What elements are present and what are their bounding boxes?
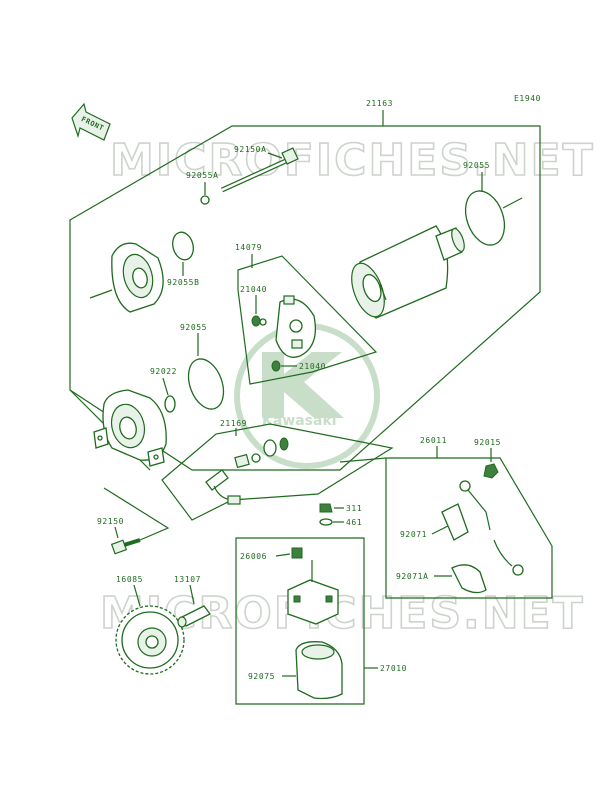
leader-92022: [162, 377, 169, 396]
starter-relay: [287, 560, 343, 700]
starter-gear: [115, 605, 185, 675]
leader-path-92150: [103, 487, 170, 541]
kawasaki-logo-text: Kawasaki: [262, 413, 337, 429]
nut-311: [319, 503, 333, 513]
box-21169: [161, 423, 394, 521]
rear-cover: [93, 389, 167, 467]
label-14079: 14079: [235, 243, 262, 252]
label-21163: 21163: [366, 99, 393, 108]
label-21040-b: 21040: [299, 362, 326, 371]
leader-92071: [431, 525, 449, 535]
label-16085: 16085: [116, 575, 143, 584]
oring-top: [464, 190, 506, 246]
washer-92022: [164, 395, 176, 413]
leader-92150a: [267, 152, 283, 159]
axis-line-right: [502, 197, 523, 209]
label-92071: 92071: [400, 530, 427, 539]
label-311: 311: [346, 504, 362, 513]
label-92075: 92075: [248, 672, 275, 681]
starter-cable: [441, 480, 524, 594]
connect-line: [339, 457, 387, 463]
label-92055a: 92055A: [186, 171, 219, 180]
label-92071a: 92071A: [396, 572, 429, 581]
front-arrow: FRONT: [71, 102, 111, 141]
oring-92055b: [172, 231, 194, 261]
label-92022: 92022: [150, 367, 177, 376]
label-21040-a: 21040: [240, 285, 267, 294]
label-21169: 21169: [220, 419, 247, 428]
fuse-26006: [291, 547, 303, 559]
front-cover: [89, 242, 164, 313]
label-27010: 27010: [380, 664, 407, 673]
small-oring: [200, 195, 210, 205]
label-26006: 26006: [240, 552, 267, 561]
oring-mid: [187, 358, 225, 410]
brush-holder: [275, 295, 317, 358]
leader-92150: [114, 526, 119, 539]
label-461: 461: [346, 518, 362, 527]
leader-13107: [189, 584, 195, 605]
shaft-13107: [177, 605, 211, 628]
brush-plate-box: [237, 255, 378, 385]
box-27010: [235, 537, 365, 705]
washer-461: [319, 518, 333, 526]
brush-lead-set: [205, 437, 289, 505]
label-92055-top: 92055: [463, 161, 490, 170]
label-92055b: 92055B: [167, 278, 200, 287]
label-92150a: 92150A: [234, 145, 267, 154]
label-92150: 92150: [97, 517, 124, 526]
label-13107: 13107: [174, 575, 201, 584]
bolt-92150: [110, 538, 141, 555]
label-92055-mid: 92055: [180, 323, 207, 332]
label-92015: 92015: [474, 438, 501, 447]
figure-id: E1940: [514, 94, 541, 103]
watermark-top: MICROFICHES.NET: [110, 135, 595, 186]
spring-a: [251, 315, 267, 327]
leader-26006: [275, 553, 291, 557]
box-26011: [385, 457, 553, 599]
spring-b: [271, 360, 281, 372]
starter-assembly-outline: [69, 125, 541, 471]
leader-16085: [133, 584, 141, 607]
nut-92015: [483, 463, 499, 479]
motor-armature: [351, 225, 465, 319]
long-bolt: [220, 147, 299, 193]
label-26011: 26011: [420, 436, 447, 445]
